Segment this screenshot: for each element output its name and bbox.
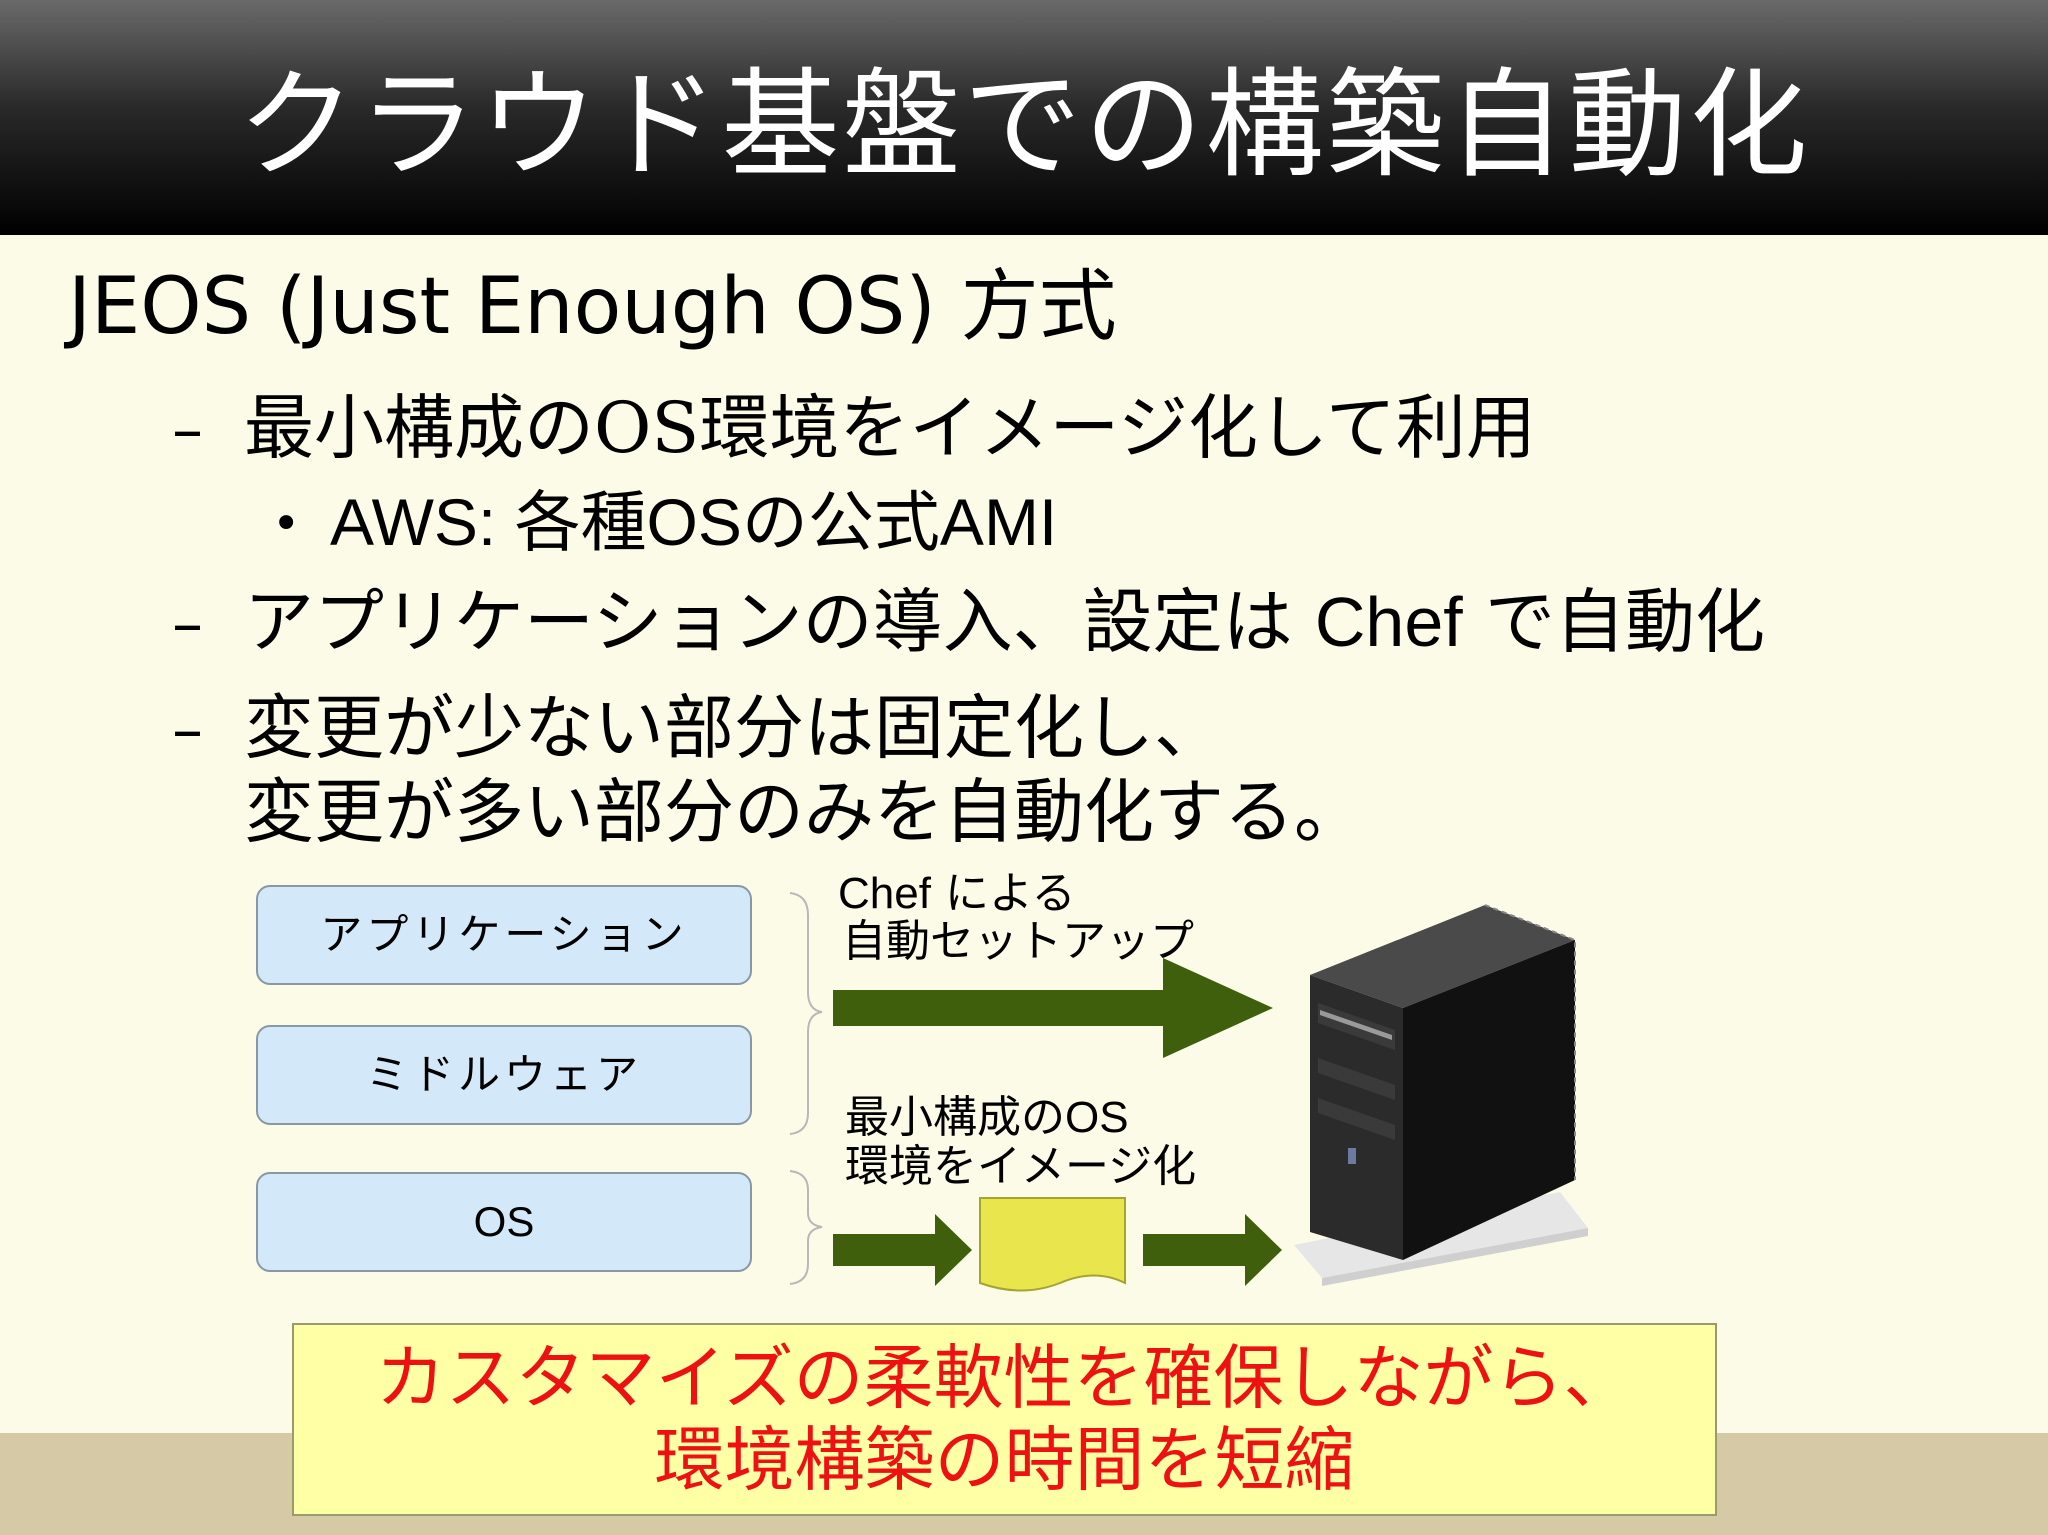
dash-marker: – xyxy=(172,393,203,466)
bullet-item-fixed-line2: 変更が多い部分のみを自動化する。 xyxy=(244,771,1364,853)
chef-arrow xyxy=(833,958,1273,1058)
bullet-item-fixed-line1: 変更が少ない部分は固定化し、 xyxy=(244,687,1224,769)
caption-text: 最小構成の xyxy=(845,1092,1065,1143)
server-icon xyxy=(1294,904,1588,1286)
image-document xyxy=(979,1197,1126,1292)
section-heading: JEOS (Just Enough OS) 方式 xyxy=(68,262,1117,352)
callout-line1: カスタマイズの柔軟性を確保しながら、 xyxy=(375,1337,1634,1419)
bullet-item-aws-ami: AWS: 各種OSの公式AMI xyxy=(330,485,1058,559)
conclusion-callout: カスタマイズの柔軟性を確保しながら、 環境構築の時間を短縮 xyxy=(292,1323,1717,1516)
layer-middleware: ミドルウェア xyxy=(256,1025,752,1125)
caption-os-word: OS xyxy=(1065,1093,1129,1142)
dash-marker: – xyxy=(172,693,203,766)
brace-lower xyxy=(789,1170,823,1285)
caption-chef-line1: Chef による xyxy=(838,870,1076,918)
bullet-text-part: アプリケーションの導入、設定は xyxy=(244,581,1315,663)
image-arrow-left xyxy=(833,1214,972,1286)
layer-application: アプリケーション xyxy=(256,885,752,985)
caption-image-line1: 最小構成のOS xyxy=(845,1094,1129,1142)
slide-title: クラウド基盤での構築自動化 xyxy=(237,56,1811,194)
caption-image-line2: 環境をイメージ化 xyxy=(845,1141,1197,1192)
brace-upper xyxy=(789,892,823,1135)
image-arrow-right xyxy=(1143,1214,1282,1286)
callout-line2: 環境構築の時間を短縮 xyxy=(654,1419,1355,1501)
layer-os: OS xyxy=(256,1172,752,1272)
bullet-item-os-image: 最小構成のOS環境をイメージ化して利用 xyxy=(244,387,1536,469)
dash-marker: – xyxy=(172,587,203,660)
bullet-marker: • xyxy=(272,496,301,552)
title-bar xyxy=(0,0,2048,235)
bullet-text-chef: Chef xyxy=(1314,583,1463,661)
bullet-text-part: で自動化 xyxy=(1462,581,1765,663)
bullet-item-chef: アプリケーションの導入、設定は Chef で自動化 xyxy=(244,580,1765,664)
caption-chef-line2: 自動セットアップ xyxy=(842,916,1194,967)
caption-chef-word: Chef xyxy=(838,869,931,918)
caption-text: による xyxy=(930,868,1076,919)
